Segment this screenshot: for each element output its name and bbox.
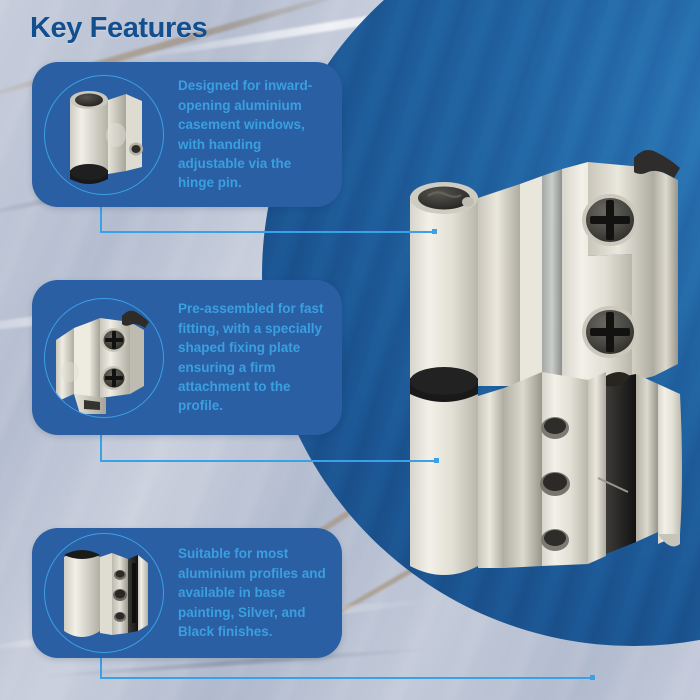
feature-thumbnail-2 bbox=[44, 297, 164, 418]
connector-endpoint-dot-1 bbox=[432, 228, 437, 234]
feature-text-2: Pre-assembled for fast fitting, with a s… bbox=[178, 301, 324, 414]
feature-thumbnail-3 bbox=[44, 533, 164, 653]
thumbnail-ring-2 bbox=[44, 297, 164, 418]
feature-text-3: Suitable for most aluminium profiles and… bbox=[178, 546, 326, 640]
connector-endpoint-dot-3 bbox=[590, 674, 595, 680]
feature-text-1: Designed for inward-opening aluminium ca… bbox=[178, 78, 313, 191]
thumbnail-ring-1 bbox=[44, 74, 164, 195]
hero-product-image bbox=[392, 136, 692, 606]
feature-card-3[interactable]: Suitable for most aluminium profiles and… bbox=[32, 528, 342, 658]
connector-line-2 bbox=[100, 425, 440, 463]
feature-card-2[interactable]: Pre-assembled for fast fitting, with a s… bbox=[32, 280, 342, 435]
feature-thumbnail-1 bbox=[44, 74, 164, 195]
thumbnail-ring-3 bbox=[44, 533, 164, 653]
page-title: Key Features bbox=[30, 12, 208, 44]
connector-line-3 bbox=[100, 650, 600, 682]
connector-line-1 bbox=[100, 198, 450, 234]
connector-endpoint-dot-2 bbox=[434, 457, 439, 463]
feature-card-1[interactable]: Designed for inward-opening aluminium ca… bbox=[32, 62, 342, 207]
